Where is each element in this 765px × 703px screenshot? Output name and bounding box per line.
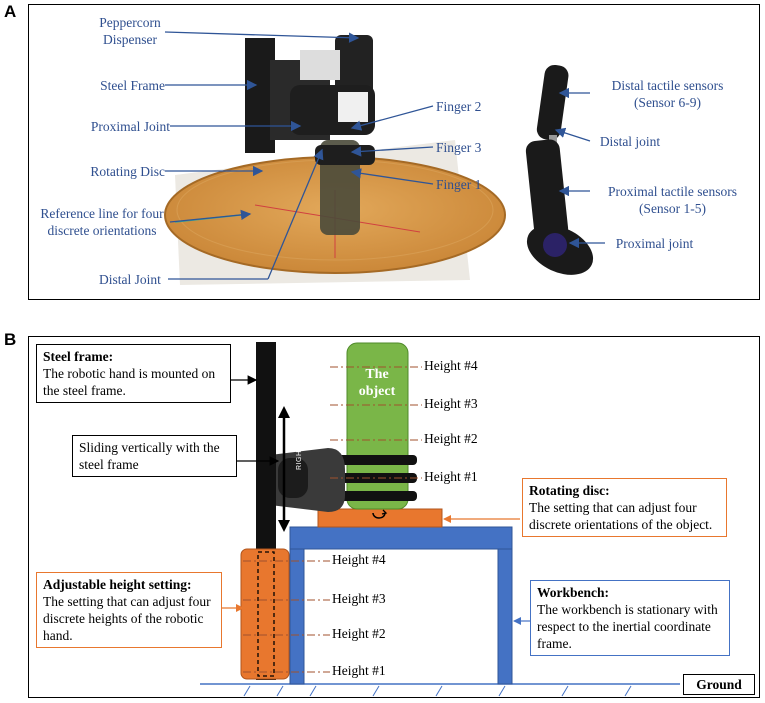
finger-proximal xyxy=(525,139,569,241)
label-proximal-sensors: Proximal tactile sensors (Sensor 1-5) xyxy=(608,184,737,216)
label-finger-1: Finger 1 xyxy=(436,177,482,192)
label-proximal-joint: Proximal Joint xyxy=(90,119,170,134)
label-distal-sensors: Distal tactile sensors (Sensor 6-9) xyxy=(611,78,724,110)
adjustable-height-text: The setting that can adjust four discret… xyxy=(43,594,211,643)
base-height-2: Height #2 xyxy=(331,626,387,642)
label-finger-2: Finger 2 xyxy=(436,99,482,114)
adjustable-height-block xyxy=(240,548,290,680)
object-height-4: Height #4 xyxy=(423,358,479,374)
label-dispenser: Peppercorn Dispenser xyxy=(99,15,161,47)
steel-frame-callout: Steel frame: The robotic hand is mounted… xyxy=(36,344,231,403)
label-distal-joint-right: Distal joint xyxy=(599,134,661,149)
dispenser-shape xyxy=(335,35,373,95)
finger-distal xyxy=(536,64,569,140)
rotating-disc-callout: Rotating disc: The setting that can adju… xyxy=(522,478,727,537)
rotating-disc-title: Rotating disc: xyxy=(529,483,610,498)
label-proximal-joint-right: Proximal joint xyxy=(615,236,694,251)
steel-frame-text: The robotic hand is mounted on the steel… xyxy=(43,366,216,398)
sliding-callout: Sliding vertically with the steel frame xyxy=(72,435,237,477)
steel-frame-title: Steel frame: xyxy=(43,349,114,364)
label-finger-3: Finger 3 xyxy=(436,140,482,155)
object-label: The object xyxy=(358,367,396,399)
panel-a xyxy=(28,4,760,300)
workbench-callout: Workbench: The workbench is stationary w… xyxy=(530,580,730,656)
label-rotating-disc: Rotating Disc xyxy=(90,164,165,179)
ground-text: Ground xyxy=(696,677,742,692)
ground-label: Ground xyxy=(683,674,755,695)
adjustable-height-callout: Adjustable height setting: The setting t… xyxy=(36,572,222,648)
base-height-1: Height #1 xyxy=(331,663,387,679)
object-height-1: Height #1 xyxy=(423,469,479,485)
label-distal-joint: Distal Joint xyxy=(99,272,161,287)
label-reference-line: Reference line for four discrete orienta… xyxy=(40,206,164,238)
adjustable-height-title: Adjustable height setting: xyxy=(43,577,192,592)
base-height-4: Height #4 xyxy=(331,552,387,568)
rotating-disc-text: The setting that can adjust four discret… xyxy=(529,500,713,532)
object-height-3: Height #3 xyxy=(423,396,479,412)
hand-brand-text: RIGHTHAND xyxy=(296,423,303,470)
object-shape xyxy=(346,342,409,510)
panel-b xyxy=(28,336,760,698)
panel-a-label: A xyxy=(4,2,17,21)
label-steel-frame: Steel Frame xyxy=(100,78,165,93)
object-height-2: Height #2 xyxy=(423,431,479,447)
panel-b-label: B xyxy=(4,330,17,349)
workbench-title: Workbench: xyxy=(537,585,610,600)
sliding-text: Sliding vertically with the steel frame xyxy=(79,440,220,472)
workbench-text: The workbench is stationary with respect… xyxy=(537,602,718,651)
workbench-shape xyxy=(289,526,513,685)
base-height-3: Height #3 xyxy=(331,591,387,607)
